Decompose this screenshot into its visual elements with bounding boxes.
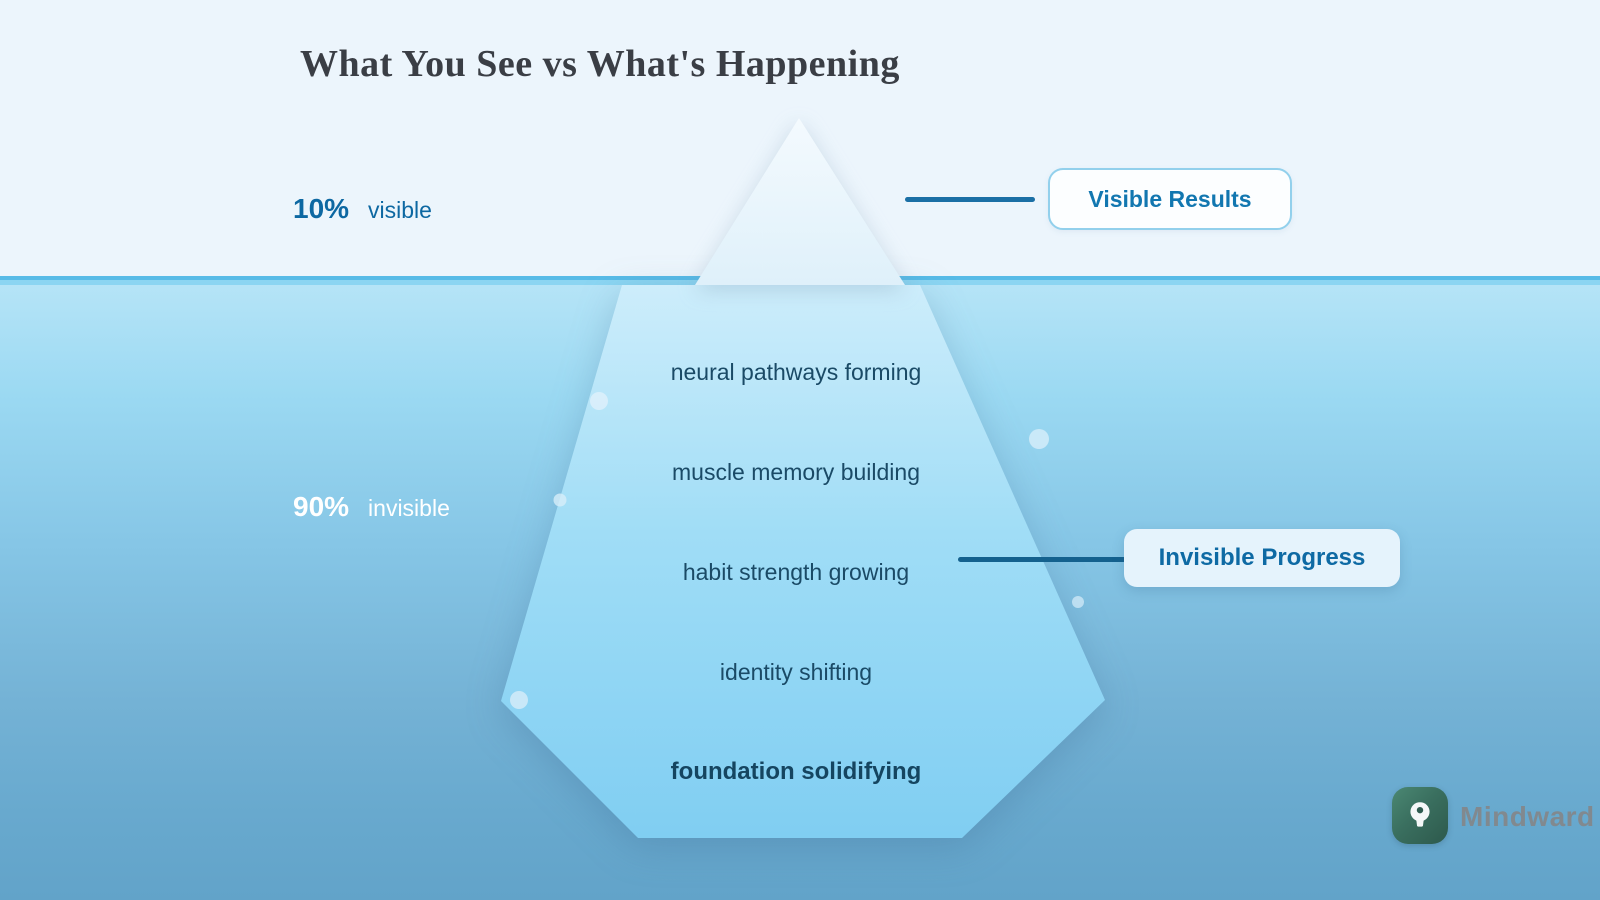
lightbulb-icon <box>1410 801 1430 827</box>
iceberg-tip <box>695 118 905 285</box>
iceberg-label-neural-pathways: neural pathways forming <box>670 359 922 385</box>
surface-percent-label: visible <box>368 197 432 223</box>
iceberg-label-foundation: foundation solidifying <box>670 758 922 785</box>
underwater-percent-value: 90% <box>293 491 350 522</box>
iceberg-label-identity-shifting: identity shifting <box>719 659 873 685</box>
invisible-progress-callout: Invisible Progress <box>1124 529 1400 587</box>
surface-percent-group: 10% visible <box>293 193 432 225</box>
iceberg-label-muscle-memory: muscle memory building <box>672 459 920 485</box>
surface-percent-value: 10% <box>293 193 350 224</box>
bubble <box>553 493 567 507</box>
bubble <box>1072 596 1084 608</box>
bubble <box>1029 429 1049 449</box>
page-title: What You See vs What's Happening <box>300 43 900 85</box>
underwater-percent-label: invisible <box>368 495 450 521</box>
iceberg-label-habit-strength: habit strength growing <box>682 559 910 585</box>
visible-results-connector <box>905 197 1035 202</box>
brand-logo <box>1392 787 1448 844</box>
brand-name: Mindward <box>1460 801 1595 832</box>
iceberg-body <box>501 285 1105 838</box>
invisible-progress-label: Invisible Progress <box>1158 544 1366 571</box>
bubble <box>590 392 608 410</box>
visible-results-callout: Visible Results <box>1048 168 1292 230</box>
visible-results-label: Visible Results <box>1088 185 1252 212</box>
bubble <box>510 691 528 709</box>
underwater-percent-group: 90% invisible <box>293 491 450 523</box>
invisible-progress-connector <box>958 557 1126 562</box>
